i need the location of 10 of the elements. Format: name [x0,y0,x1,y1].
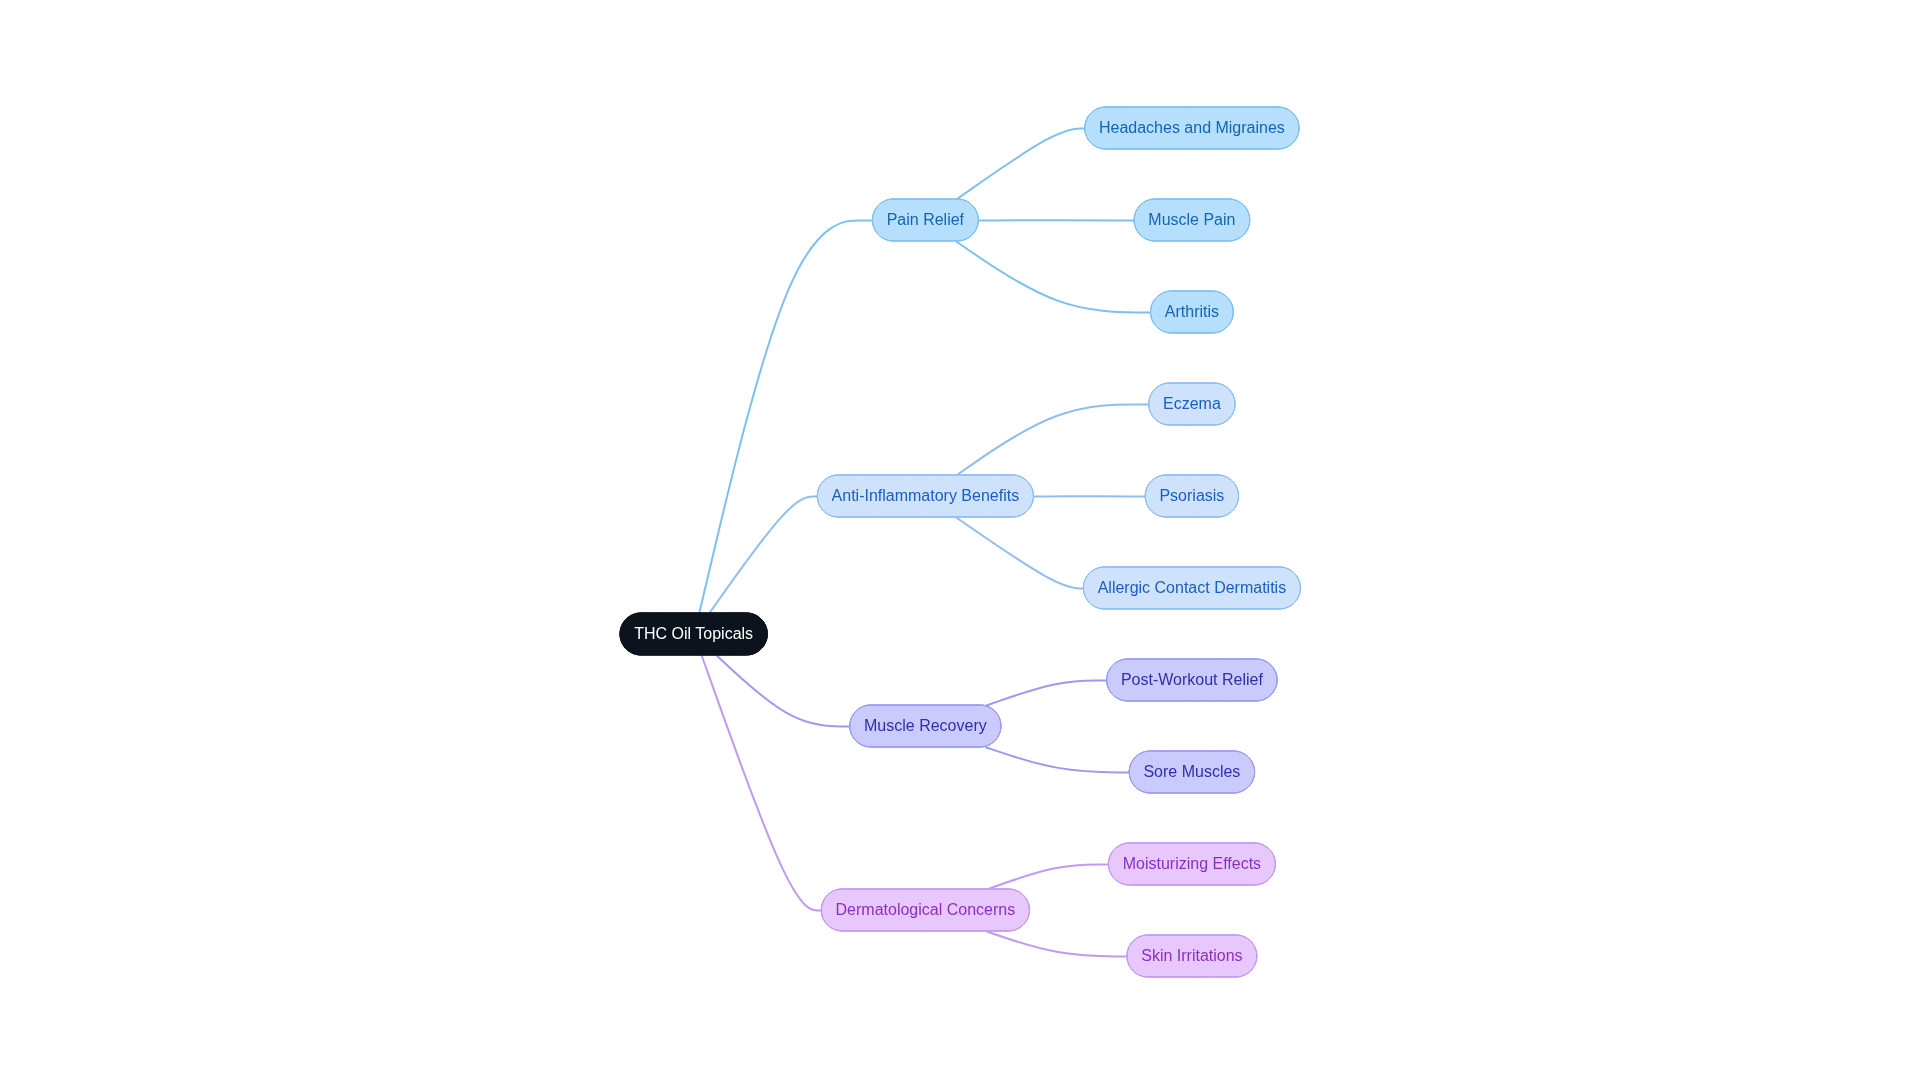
connector [1032,494,1147,497]
connector [977,218,1136,221]
connector [707,494,819,614]
connector [700,654,823,911]
connector [983,678,1108,707]
connector [983,745,1131,773]
connector [955,516,1085,589]
connector [955,126,1086,200]
connector [697,218,874,614]
connector [955,240,1152,313]
